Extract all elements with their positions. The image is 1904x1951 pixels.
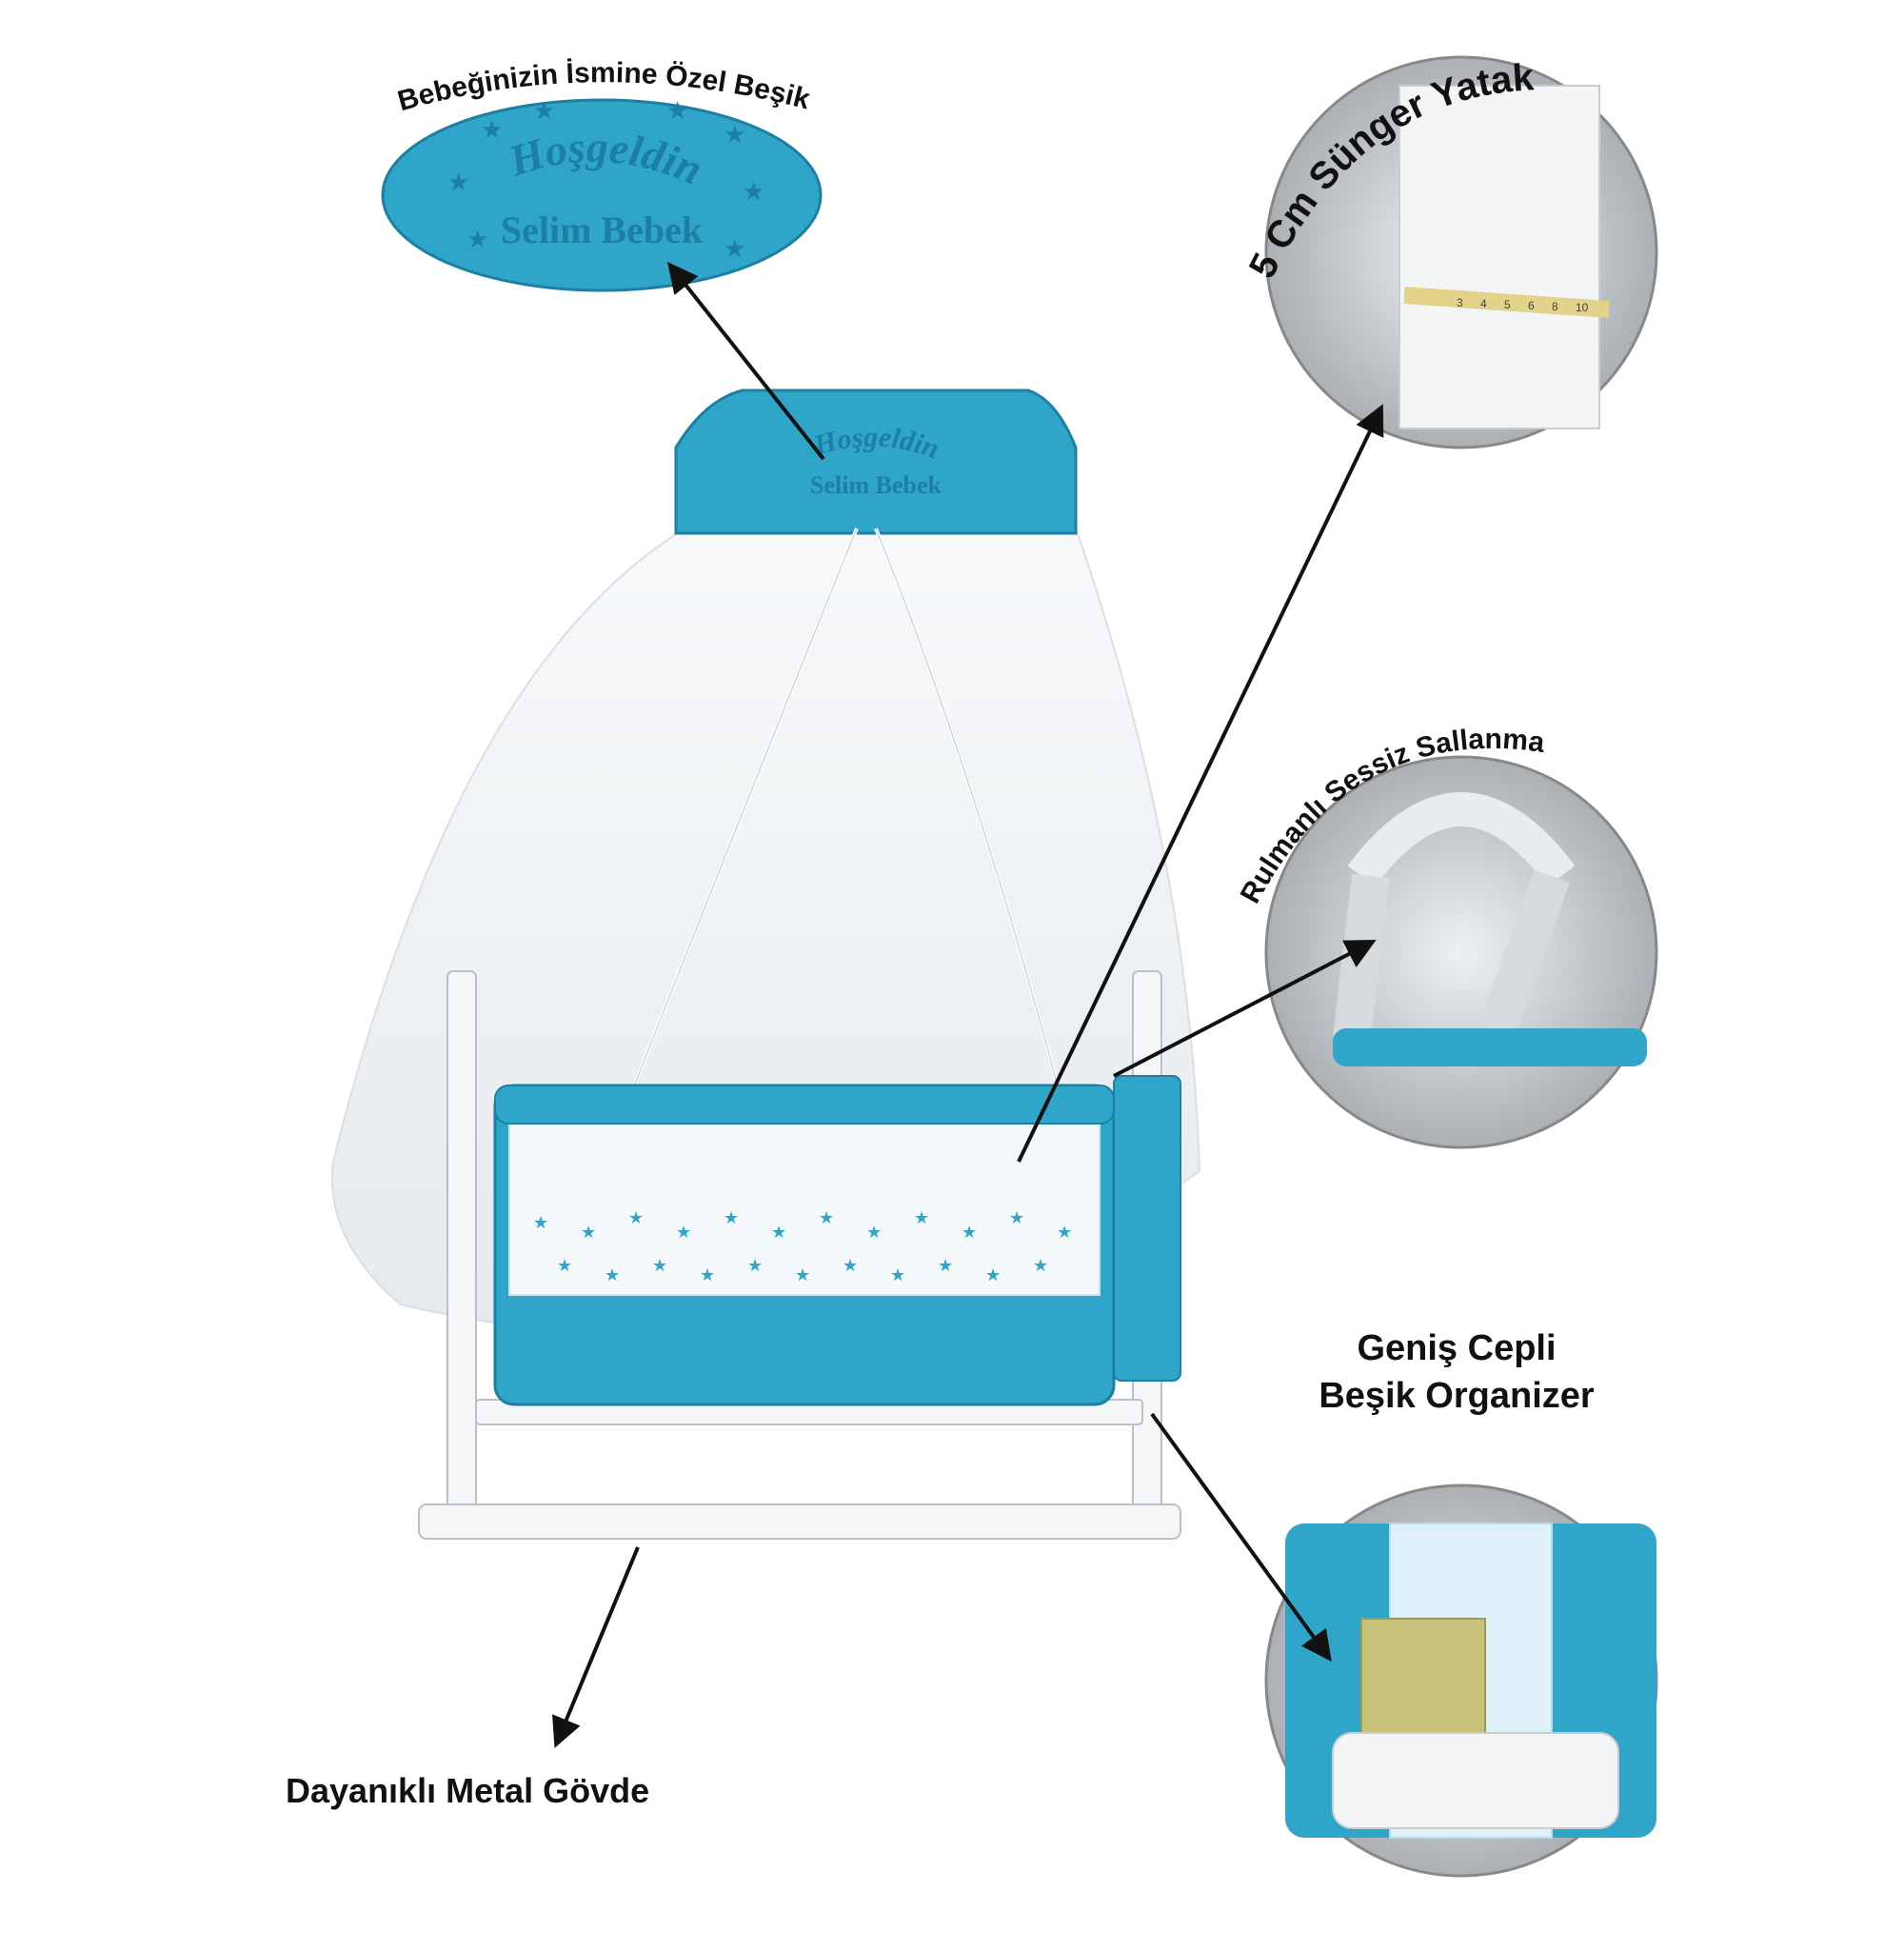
svg-text:★: ★ <box>481 115 503 144</box>
canopy-header: Hoşgeldin Selim Bebek <box>674 388 1078 535</box>
svg-text:★: ★ <box>700 1265 715 1284</box>
svg-text:★: ★ <box>724 120 745 149</box>
side-organizer <box>1113 1075 1181 1382</box>
bassinet: ★ ★ ★ ★ ★ ★ ★ ★ ★ ★ ★ ★ ★ ★ ★ ★ ★ ★ ★ ★ ★ ★ ★ <box>493 1075 1181 1406</box>
svg-text:3: 3 <box>1457 296 1463 309</box>
svg-text:6: 6 <box>1528 299 1535 312</box>
svg-text:★: ★ <box>447 168 469 196</box>
swing-detail-circle <box>1264 755 1658 1149</box>
star-decorations: ★ ★ ★ ★ ★ ★ ★ ★ <box>447 96 764 263</box>
svg-text:★: ★ <box>652 1256 667 1275</box>
svg-text:★: ★ <box>581 1223 596 1242</box>
svg-text:★: ★ <box>1033 1256 1048 1275</box>
svg-text:★: ★ <box>771 1223 786 1242</box>
svg-text:★: ★ <box>1009 1208 1024 1227</box>
svg-text:★: ★ <box>938 1256 953 1275</box>
svg-text:5: 5 <box>1504 298 1511 311</box>
organizer-detail-circle <box>1264 1483 1658 1878</box>
svg-text:★: ★ <box>724 234 745 263</box>
label-organizer-line2: Beşik Organizer <box>1319 1376 1595 1416</box>
svg-text:★: ★ <box>795 1265 810 1284</box>
label-metal-body: Dayanıklı Metal Gövde <box>286 1771 650 1810</box>
svg-text:★: ★ <box>747 1256 763 1275</box>
svg-text:★: ★ <box>724 1208 739 1227</box>
svg-text:★: ★ <box>605 1265 620 1284</box>
bassinet-stars: ★ ★ ★ ★ ★ ★ ★ ★ ★ ★ ★ ★ ★ ★ ★ ★ ★ ★ ★ ★ ★ ★ ★ <box>533 1208 1072 1284</box>
svg-text:★: ★ <box>557 1256 572 1275</box>
measuring-tape-ticks: 3 4 5 6 8 10 <box>1457 296 1589 314</box>
svg-text:4: 4 <box>1480 297 1487 310</box>
svg-text:★: ★ <box>866 1223 882 1242</box>
svg-text:8: 8 <box>1552 300 1558 313</box>
embroidery-name: Selim Bebek <box>501 209 704 251</box>
svg-text:★: ★ <box>985 1265 1001 1284</box>
svg-text:★: ★ <box>743 177 764 206</box>
name-oval: ★ ★ ★ ★ ★ ★ ★ ★ Hoşgeldin Selim Bebek <box>381 96 823 292</box>
svg-text:★: ★ <box>628 1208 644 1227</box>
svg-text:★: ★ <box>819 1208 834 1227</box>
svg-text:★: ★ <box>466 225 488 253</box>
svg-text:★: ★ <box>533 1213 548 1232</box>
svg-text:★: ★ <box>962 1223 977 1242</box>
callout-arrows <box>552 261 1384 1748</box>
svg-text:10: 10 <box>1576 301 1589 314</box>
canopy-name-text: Selim Bebek <box>810 471 942 499</box>
base-bar <box>418 1503 1181 1540</box>
svg-text:★: ★ <box>890 1265 905 1284</box>
svg-text:★: ★ <box>914 1208 929 1227</box>
svg-text:★: ★ <box>1057 1223 1072 1242</box>
mattress-detail-circle: 3 4 5 6 8 10 <box>1264 55 1658 449</box>
svg-text:★: ★ <box>666 96 688 125</box>
svg-text:★: ★ <box>533 96 555 125</box>
label-organizer-line1: Geniş Cepli <box>1357 1328 1557 1368</box>
svg-text:★: ★ <box>676 1223 691 1242</box>
svg-text:★: ★ <box>843 1256 858 1275</box>
